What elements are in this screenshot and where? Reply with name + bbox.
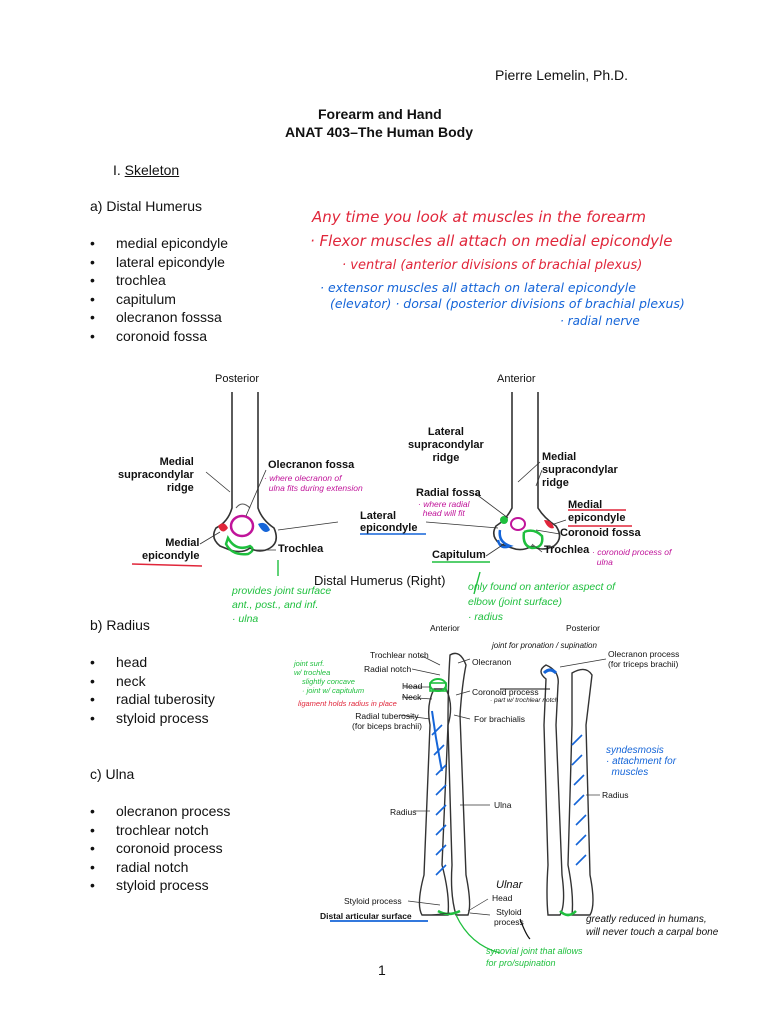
olecranon-label: Olecranon [472,657,512,667]
styloid-process-bottom: Styloid process [494,907,524,927]
list-item: radial tuberosity [90,690,215,709]
list-item: head [90,653,215,672]
humerus-figure: Posterior Anterior Medial supracondylar … [80,360,700,625]
title-line1: Forearm and Hand [318,106,442,122]
forearm-figure: Anterior Posterior joint for pronation /… [290,615,760,970]
ulna-heading: c) Ulna [90,766,135,782]
forearm-drawing [330,652,607,954]
page-number: 1 [378,962,386,978]
hw-synovial: synovial joint that allows for pro/supin… [486,946,583,968]
list-item: radial notch [90,858,230,877]
list-item: capitulum [90,290,228,309]
note-red-3: · ventral (anterior divisions of brachia… [342,258,643,273]
note-red-1: Any time you look at muscles in the fore… [312,208,647,226]
hw-green-left: provides joint surface ant., post., and … [232,585,332,625]
head-label: Head [402,681,423,691]
lateral-supracondylar-ridge: Lateral supracondylar ridge [408,426,484,464]
note-blue-2: (elevator) · dorsal (posterior divisions… [330,296,685,311]
humerus-caption: Distal Humerus (Right) [314,573,446,588]
olecranon-process-right: Olecranon process (for triceps brachii) [608,649,680,669]
note-blue-3: · radial nerve [560,314,640,328]
list-item: coronoid process [90,839,230,858]
radius-left-label: Radius [390,807,417,817]
coronoid-process-label: Coronoid process [472,687,539,697]
hw-reduced: greatly reduced in humans, will never to… [586,914,719,938]
hw-syndesmosis: syndesmosis · attachment for muscles [606,745,677,778]
hw-ligament: ligament holds radius in place [298,699,397,708]
lateral-epicondyle-label: Lateral epicondyle [360,510,418,534]
hw-joint: joint for pronation / supination [492,641,597,650]
medial-supracondylar-ridge-left: Medial supracondylar ridge [118,456,194,494]
radius-right-label: Radius [602,790,629,800]
anterior-label: Anterior [497,373,536,385]
list-item: styloid process [90,709,215,728]
radial-tuberosity-label: Radial tuberosity (for biceps brachii) [352,711,422,731]
medial-supracondylar-ridge-right: Medial supracondylar ridge [542,451,618,489]
medial-epicondyle-left: Medial epicondyle [142,537,200,562]
hw-radial-note: · where radial head will fit [418,499,470,518]
list-item: trochlear notch [90,821,230,840]
hw-coronoid-note: · coronoid process of ulna [592,547,672,567]
note-blue-1: · extensor muscles all attach on lateral… [320,280,636,295]
medial-epicondyle-right: Medial epicondyle [568,499,626,524]
section-name: Skeleton [124,162,180,178]
list-item: lateral epicondyle [90,253,228,272]
hw-olecranon-note: · where olecranon of ulna fits during ex… [264,473,363,493]
ulna-list: olecranon process trochlear notch corono… [90,802,230,895]
title-line2: ANAT 403–The Human Body [285,124,473,140]
radius-heading: b) Radius [90,617,150,633]
hw-coronoid-note-2: · part w/ trochlear notch [490,697,559,704]
note-red-2: · Flexor muscles all attach on medial ep… [310,232,673,250]
list-item: olecranon process [90,802,230,821]
styloid-process-left: Styloid process [344,896,402,906]
hw-joint-surf: joint surf. w/ trochlea [294,659,331,677]
humerus-drawing [131,392,632,595]
list-item: trochlea [90,271,228,290]
radial-notch-label: Radial notch [364,664,412,674]
anterior-label-2: Anterior [430,623,460,633]
olecranon-fossa-label: Olecranon fossa [268,459,355,471]
hw-concave: slightly concave · joint w/ capitulum [302,677,365,695]
coronoid-fossa-label: Coronoid fossa [560,527,641,539]
trochlea-right: Trochlea [544,544,590,556]
hw-green-right: only found on anterior aspect of elbow (… [468,581,616,623]
section-number: I. [113,162,121,178]
list-item: medial epicondyle [90,234,228,253]
ulna-label: Ulna [494,800,512,810]
list-item: olecranon fosssa [90,308,228,327]
radius-list: head neck radial tuberosity styloid proc… [90,653,215,727]
capitulum-label: Capitulum [432,549,486,561]
section-heading: I. Skeleton [113,162,179,178]
head-bottom-label: Head [492,893,513,903]
list-item: styloid process [90,876,230,895]
list-item: neck [90,672,215,691]
hw-ulnar: Ulnar [496,879,523,891]
distal-articular-surface: Distal articular surface [320,911,412,921]
for-brachialis-label: For brachialis [474,714,526,724]
distal-humerus-list: medial epicondyle lateral epicondyle tro… [90,234,228,345]
neck-label: Neck [402,692,422,702]
posterior-label-2: Posterior [566,623,601,633]
radial-fossa-label: Radial fossa [416,487,481,499]
trochlea-left: Trochlea [278,543,324,555]
posterior-label: Posterior [215,373,260,385]
trochlear-notch-label: Trochlear notch [370,650,429,660]
list-item: coronoid fossa [90,327,228,346]
author: Pierre Lemelin, Ph.D. [495,67,629,83]
distal-humerus-heading: a) Distal Humerus [90,198,203,214]
